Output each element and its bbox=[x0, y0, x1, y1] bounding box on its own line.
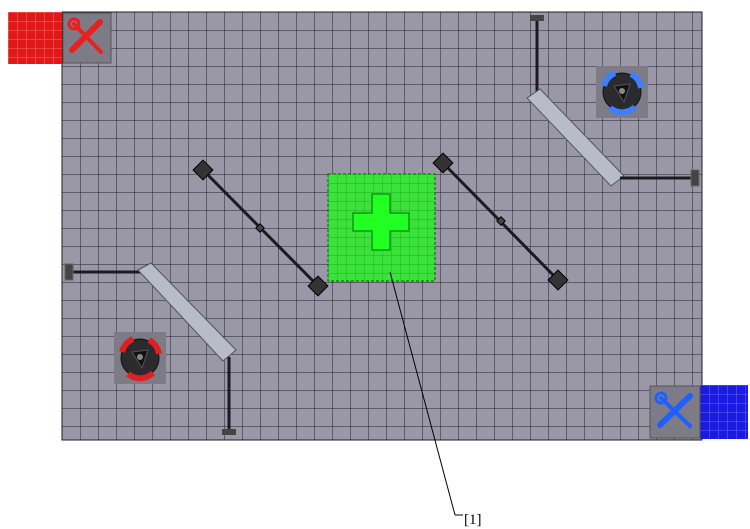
heal-zone[interactable] bbox=[327, 173, 436, 282]
callout-label: [1] bbox=[464, 512, 482, 528]
blue-base-zone bbox=[700, 385, 748, 439]
callout-annotation: [1] bbox=[389, 271, 482, 528]
red-repair-station[interactable] bbox=[62, 12, 112, 64]
wrench-screwdriver-icon bbox=[654, 391, 693, 428]
wall-bottom-left bbox=[64, 262, 237, 435]
obstacle-bar-right bbox=[432, 152, 569, 291]
blue-robot[interactable] bbox=[596, 66, 648, 118]
plus-cross-icon bbox=[352, 193, 410, 251]
wall-top-right bbox=[526, 15, 700, 187]
wrench-screwdriver-icon bbox=[67, 17, 103, 54]
blue-repair-station[interactable] bbox=[649, 385, 701, 439]
robot-icon bbox=[119, 336, 162, 382]
red-base-zone bbox=[8, 12, 62, 64]
robot-icon bbox=[601, 70, 644, 116]
obstacle-bar-left bbox=[192, 159, 329, 297]
red-robot[interactable] bbox=[114, 332, 166, 384]
